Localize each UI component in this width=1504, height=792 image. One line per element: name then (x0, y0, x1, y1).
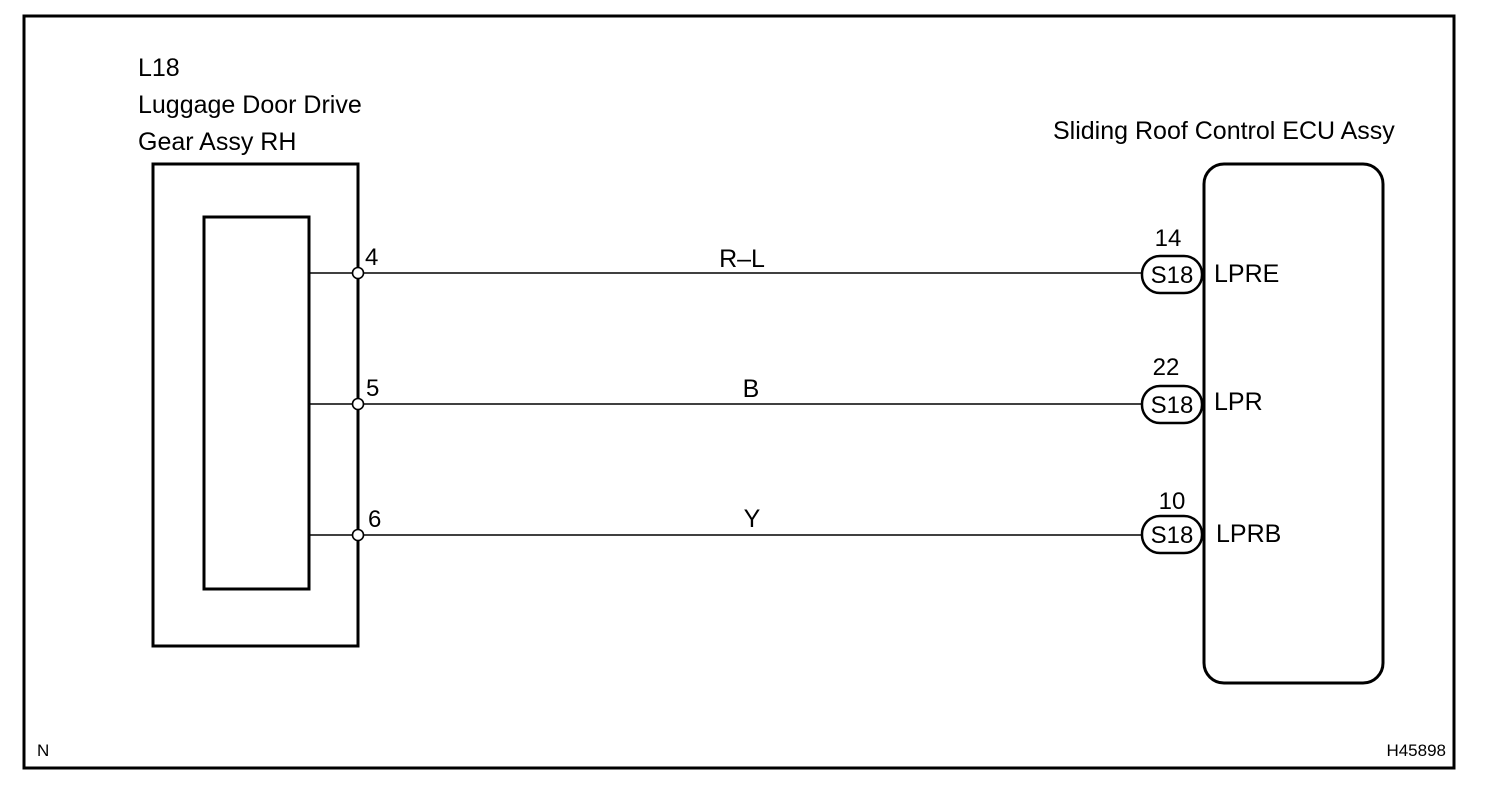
terminal-name: LPR (1214, 388, 1263, 416)
terminal-dot (351, 528, 365, 542)
right-pin-number: 10 (1159, 488, 1186, 515)
right-pin-number: 22 (1153, 354, 1180, 381)
left-component-name-line2: Gear Assy RH (138, 128, 296, 156)
right-pin-number: 14 (1155, 225, 1182, 252)
right-component-box (1202, 162, 1385, 685)
diagram-frame (22, 14, 1456, 770)
left-pin-number: 4 (365, 244, 378, 271)
connector-oval (1140, 384, 1204, 425)
wire-color-label: Y (744, 505, 761, 533)
connector-oval (1140, 254, 1204, 295)
left-component-name-line1: Luggage Door Drive (138, 91, 362, 119)
wire-color-label: B (743, 375, 760, 403)
connector-code: S18 (1151, 262, 1194, 289)
terminal-name: LPRB (1216, 520, 1281, 548)
wire-color-label: R–L (719, 245, 765, 273)
connector-code: S18 (1151, 392, 1194, 419)
left-component-inner-box (202, 215, 311, 591)
right-component-name: Sliding Roof Control ECU Assy (1053, 117, 1395, 145)
terminal-dot (351, 397, 365, 411)
left-component-box (151, 162, 360, 648)
connector-code: S18 (1151, 522, 1194, 549)
left-pin-number: 5 (366, 375, 379, 402)
figure-code: H45898 (1386, 741, 1446, 760)
footer-mark-n: N (37, 741, 49, 760)
connector-oval (1140, 514, 1204, 555)
wire-row: 4 R–L 14 S18 LPRE (309, 225, 1279, 295)
wire-row: 5 B 22 S18 LPR (309, 354, 1263, 425)
wire-row: 6 Y 10 S18 LPRB (309, 488, 1281, 555)
terminal-dot (351, 266, 365, 280)
terminal-name: LPRE (1214, 260, 1279, 288)
left-pin-number: 6 (368, 506, 381, 533)
left-component-code: L18 (138, 54, 180, 82)
